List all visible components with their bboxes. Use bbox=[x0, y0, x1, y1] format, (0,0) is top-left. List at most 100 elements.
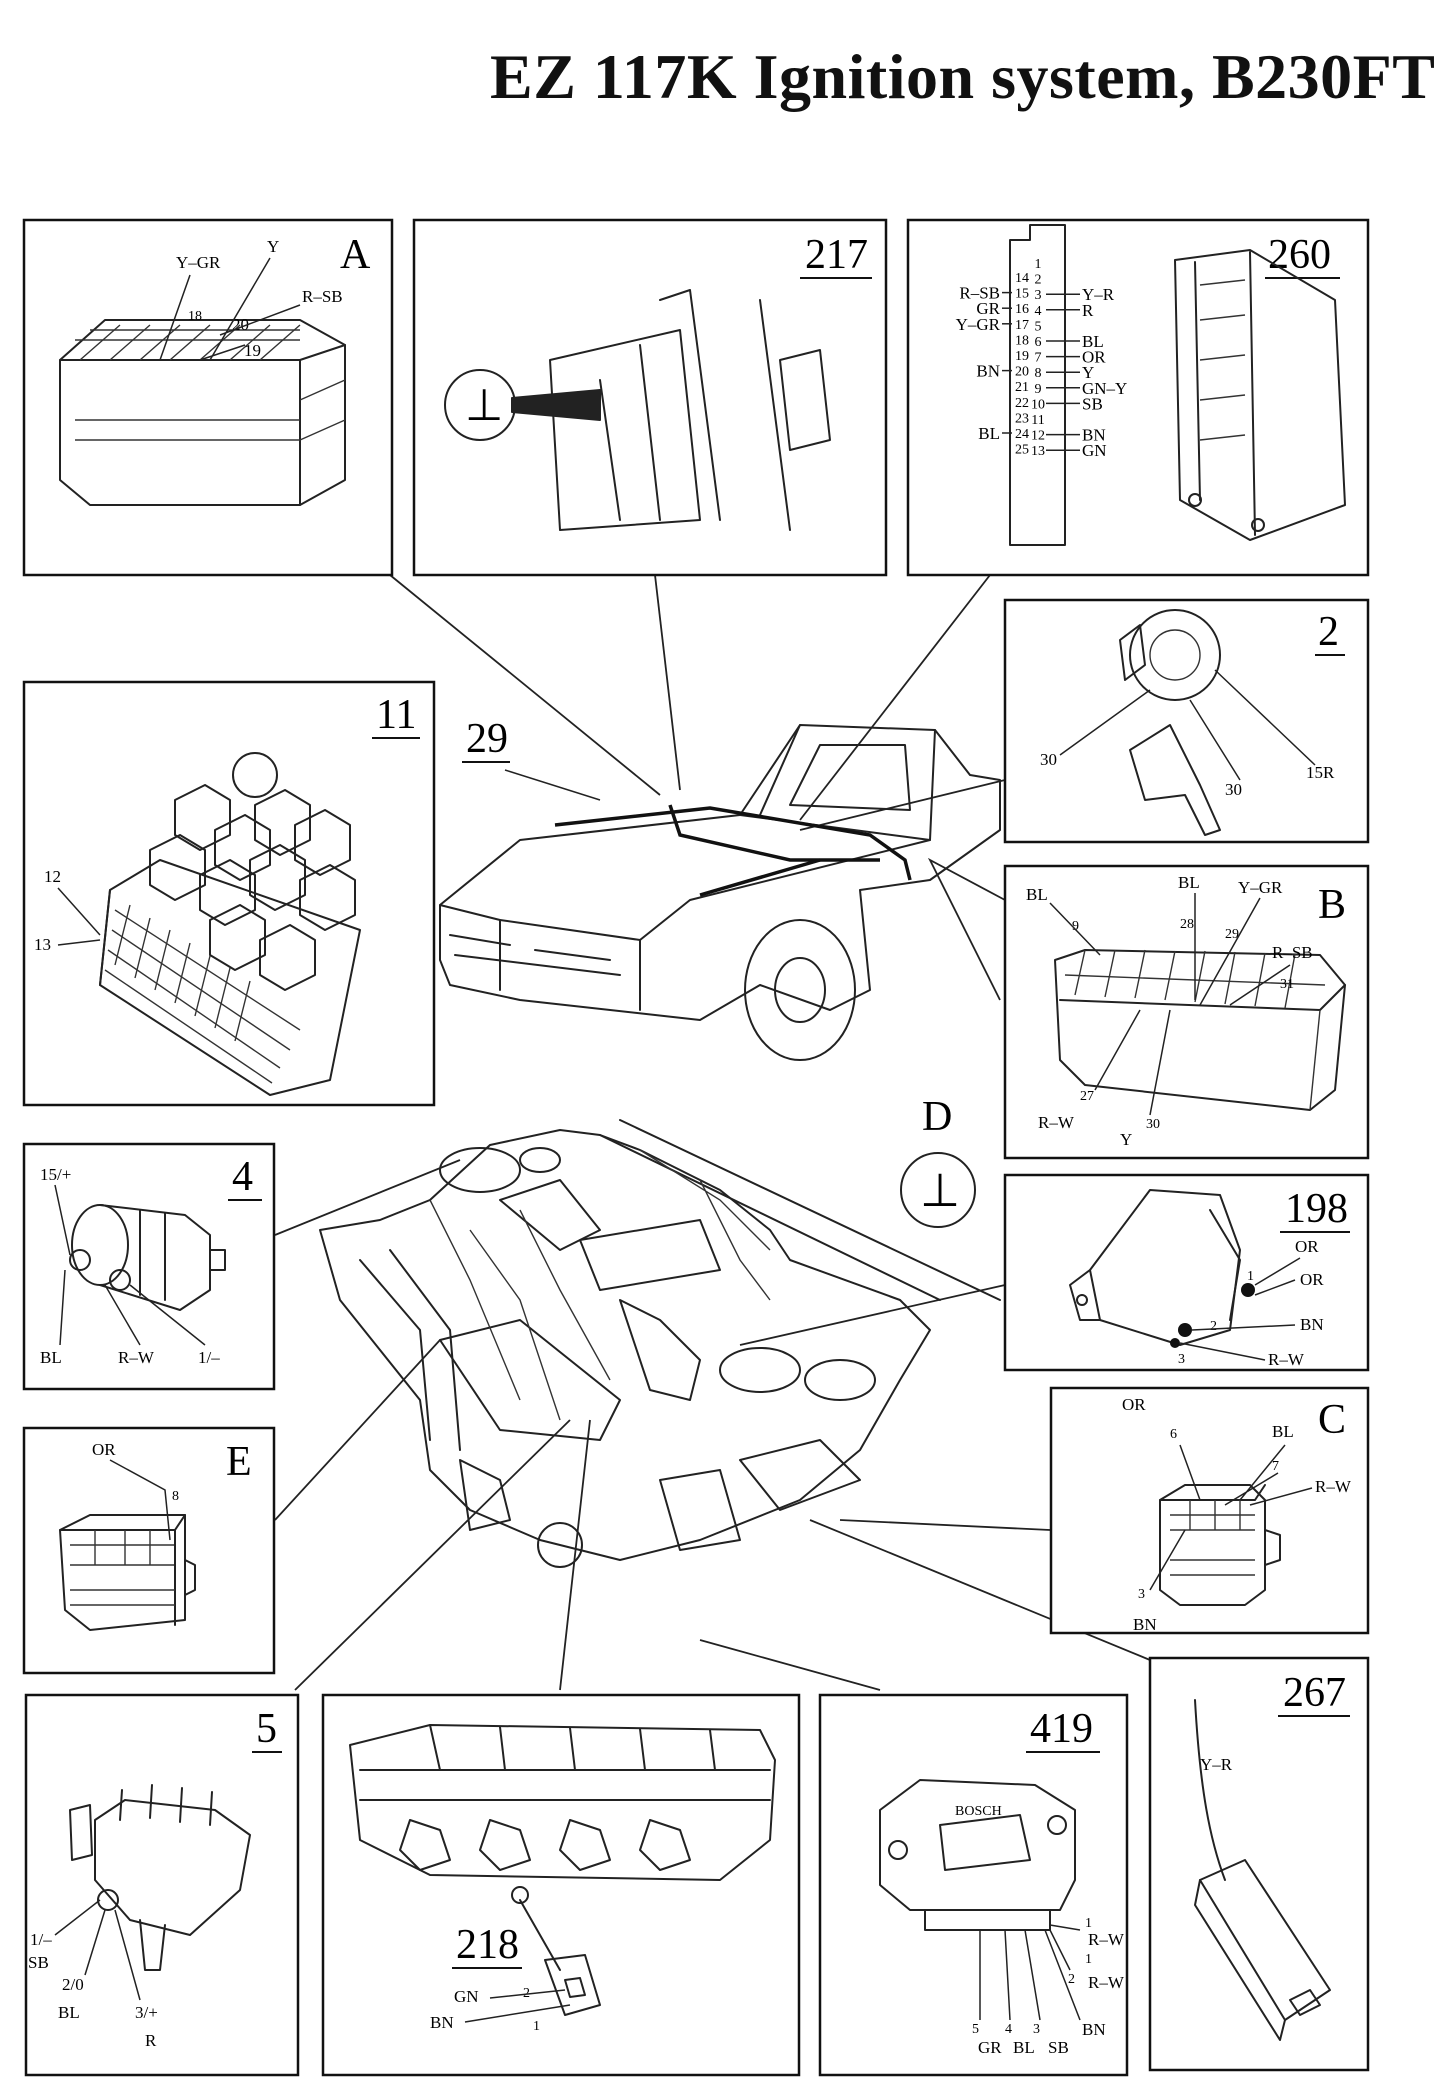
panel-267: 267 Y–R bbox=[1148, 1656, 1370, 2072]
panel-419: 419 BOSCH 1 R–W 1 2 R–W 5 4 3 GR BL SB B… bbox=[818, 1693, 1129, 2077]
page-title: EZ 117K Ignition system, B230FT bbox=[490, 41, 1435, 112]
terminal-label: 15/+ bbox=[40, 1165, 71, 1184]
ecu-pin-number: 24 bbox=[1015, 427, 1029, 442]
panel-4-id: 4 bbox=[232, 1154, 253, 1200]
pin-label: 9 bbox=[1072, 919, 1079, 934]
wire-label: BN bbox=[1300, 1315, 1324, 1334]
pin-label: 28 bbox=[1180, 917, 1194, 932]
wire-label: R–W bbox=[1315, 1477, 1352, 1496]
terminal-label: 3/+ bbox=[135, 2003, 158, 2022]
wire-label: R–W bbox=[1038, 1113, 1075, 1132]
panel-4: 4 15/+ BL R–W 1/– bbox=[22, 1142, 276, 1391]
panel-e-id: E bbox=[226, 1439, 252, 1485]
module-brand: BOSCH bbox=[955, 1804, 1002, 1819]
panel-198: 198 OR 1 OR 2 BN 3 R–W bbox=[1003, 1173, 1370, 1372]
panel-b-id: B bbox=[1318, 882, 1346, 928]
ecu-wire-label: R–SB bbox=[959, 284, 1000, 303]
wire-label: BL bbox=[1026, 885, 1048, 904]
wire-label: R–W bbox=[1088, 1973, 1125, 1992]
ecu-pin-number: 3 bbox=[1035, 288, 1042, 303]
ecu-wire-label: R bbox=[1082, 301, 1094, 320]
pin-label: 19 bbox=[244, 341, 261, 360]
wire-label: BN bbox=[1133, 1615, 1157, 1634]
wire-label: R–W bbox=[118, 1348, 155, 1367]
ignition-module-drawing bbox=[879, 1779, 1076, 1931]
relay-fuse-box-drawing bbox=[99, 752, 361, 1096]
ecu-wire-label: BN bbox=[1082, 426, 1106, 445]
panel-a: A Y–GR Y R–SB 18 20 19 bbox=[22, 218, 394, 577]
ecu-pin-number: 7 bbox=[1035, 351, 1042, 366]
panel-5-id: 5 bbox=[256, 1706, 277, 1752]
ecu-pin-number: 20 bbox=[1015, 365, 1029, 380]
wire-label: R–SB bbox=[302, 287, 343, 306]
pin-label: 13 bbox=[34, 935, 51, 954]
wire-label: R bbox=[145, 2031, 157, 2050]
ecu-pin-number: 13 bbox=[1031, 444, 1045, 459]
pin-label: 2 bbox=[1068, 1972, 1075, 1987]
ecu-pin-number: 25 bbox=[1015, 443, 1029, 458]
ecu-pin-number: 17 bbox=[1015, 318, 1029, 333]
panel-11-id: 11 bbox=[376, 692, 416, 738]
wire-label: SB bbox=[28, 1953, 49, 1972]
ecu-pin-number: 15 bbox=[1015, 287, 1029, 302]
wire-label: GR bbox=[978, 2038, 1002, 2057]
ecu-pin-number: 19 bbox=[1015, 349, 1029, 364]
wire-label: BN bbox=[1082, 2020, 1106, 2039]
ecu-pin-number: 4 bbox=[1035, 304, 1042, 319]
panel-217-id: 217 bbox=[805, 232, 868, 278]
panel-d-id: D bbox=[922, 1094, 952, 1140]
panel-419-id: 419 bbox=[1030, 1706, 1093, 1752]
ecu-wire-label: Y–R bbox=[1082, 285, 1115, 304]
terminal-label: 30 bbox=[1225, 780, 1242, 799]
wire-label: R–SB bbox=[1272, 943, 1313, 962]
wire-label: SB bbox=[1048, 2038, 1069, 2057]
ecu-wire-label: BL bbox=[978, 424, 1000, 443]
panel-c: C OR 6 BL 7 R–W 3 BN bbox=[1049, 1386, 1370, 1635]
panel-d: D ⊥ bbox=[900, 1094, 976, 1228]
ecu-wire-label: SB bbox=[1082, 394, 1103, 413]
ecu-pin-number: 2 bbox=[1035, 273, 1042, 288]
ecu-pin-number: 1 bbox=[1035, 257, 1042, 272]
wire-label: OR bbox=[1295, 1237, 1319, 1256]
wire-label: BL bbox=[40, 1348, 62, 1367]
pin-label: 31 bbox=[1280, 977, 1294, 992]
panel-e: E OR 8 bbox=[22, 1426, 276, 1675]
ecu-pin-number: 6 bbox=[1035, 335, 1042, 350]
panel-198-id: 198 bbox=[1285, 1186, 1348, 1232]
fuse-connector-a-drawing bbox=[59, 319, 346, 506]
wire-label: OR bbox=[92, 1440, 116, 1459]
pin-label: 3 bbox=[1138, 1587, 1145, 1602]
panel-11: 11 12 13 bbox=[22, 680, 436, 1107]
pin-label: 29 bbox=[1225, 927, 1239, 942]
ecu-wire-label: BN bbox=[976, 362, 1000, 381]
distributor-drawing bbox=[69, 1784, 251, 1971]
pin-label: 2 bbox=[1210, 1319, 1217, 1334]
wire-label: OR bbox=[1300, 1270, 1324, 1289]
ecu-pin-number: 11 bbox=[1031, 413, 1044, 428]
ecu-wire-label: OR bbox=[1082, 348, 1106, 367]
wire-label: R–W bbox=[1268, 1350, 1305, 1369]
pin-label: 1 bbox=[533, 2019, 540, 2034]
ecu-connector-pinout bbox=[1009, 224, 1066, 546]
ecu-pin-number: 12 bbox=[1031, 429, 1045, 444]
ecu-wire-label: Y–GR bbox=[956, 315, 1001, 334]
pin-label: 30 bbox=[1146, 1117, 1160, 1132]
ecu-pin-number: 8 bbox=[1035, 366, 1042, 381]
connector-c-drawing bbox=[1159, 1484, 1281, 1606]
ecu-pin-number: 23 bbox=[1015, 411, 1029, 426]
wire-label: BL bbox=[58, 2003, 80, 2022]
panel-c-id: C bbox=[1318, 1397, 1346, 1443]
ecu-pin-number: 21 bbox=[1015, 380, 1029, 395]
ecu-pin-number: 16 bbox=[1015, 302, 1029, 317]
wire-label: BN bbox=[430, 2013, 454, 2032]
ecu-pin-number: 14 bbox=[1015, 271, 1029, 286]
wire-label: Y–GR bbox=[1238, 878, 1283, 897]
leader-lines bbox=[274, 574, 1151, 1691]
pin-label: 6 bbox=[1170, 1427, 1177, 1442]
ignition-coil-drawing bbox=[69, 1204, 226, 1311]
wire-label: R–W bbox=[1088, 1930, 1125, 1949]
car-drawing: 29 bbox=[439, 716, 1001, 1061]
ecu-wire-label: GN–Y bbox=[1082, 379, 1127, 398]
engine-block-drawing bbox=[349, 1724, 776, 1904]
